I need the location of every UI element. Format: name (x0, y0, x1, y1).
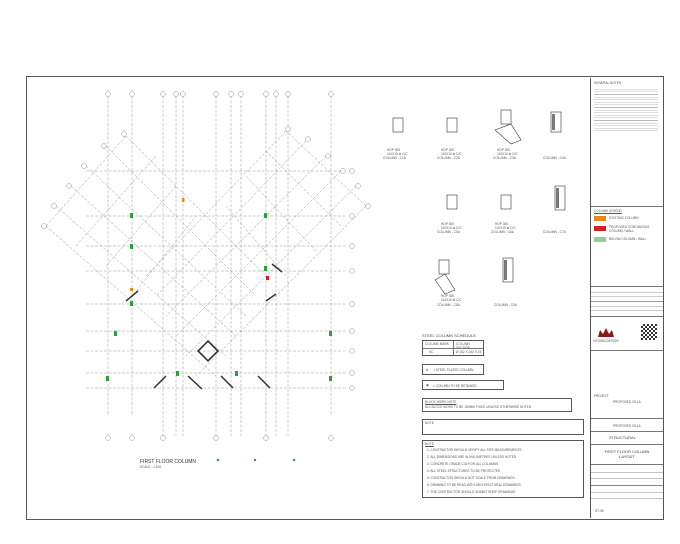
note-item: 5. CONTRACTOR SHOULD NOT SCALE FROM DRAW… (427, 476, 515, 480)
revision-table (591, 288, 663, 314)
detail-label: COLUMN - C6A (491, 230, 514, 234)
legend-label: BELOW COLUMN / WALL (609, 237, 647, 241)
detail-spec: HOP 300 110X10 at C/C (495, 222, 516, 230)
note-item: 1. CONTRACTOR SHOULD VERIFY ALL SITE MEA… (427, 448, 522, 452)
general-notes-title: GENERAL NOTES (594, 81, 621, 85)
plated-label: = STEEL PLATED COLUMN (433, 368, 474, 372)
grid-line-d (135, 215, 197, 292)
column-green (130, 301, 133, 306)
block-work-title: BLOCK WORK NOTE (425, 400, 457, 404)
column-green (329, 331, 332, 336)
sheet-number: ST-05 (595, 509, 604, 513)
grid-line-d (55, 205, 227, 357)
legend-label: PROPOSED CONTINUOUS COLUMN / WALL (609, 225, 650, 233)
grid-line-d (75, 155, 157, 247)
drawing-title: FIRST FLOOR COLUMN LAYOUT (604, 449, 650, 459)
grid-line-d (165, 155, 327, 317)
plan-title: FIRST FLOOR COLUMN (140, 459, 197, 465)
grid-line-d (245, 175, 317, 252)
schedule-table: COLUMN MARK COLUMN SECTION SC Ø 152 X 15… (422, 340, 484, 356)
note-top-title: NOTE (425, 421, 434, 425)
drawing-sheet (26, 76, 664, 520)
grid-line-d (145, 130, 287, 277)
note-box-top: NOTE (422, 419, 584, 435)
schedule-header: COLUMN MARK (425, 342, 449, 346)
column-orange (182, 198, 185, 202)
detail-label: COLUMN - C2A (437, 156, 460, 160)
column-orange (130, 288, 133, 291)
schedule-cell: SC (429, 350, 434, 354)
floor-plan (41, 91, 371, 462)
note-item: 6. DRAWING TO BE READ WITH ARCHITECTURAL… (427, 483, 521, 487)
project-name: PROPOSED VILLA (613, 400, 641, 404)
column-green (176, 371, 179, 376)
legend-label: EXISTING COLUMN (609, 216, 639, 220)
grid-line-d (225, 205, 287, 277)
hash-icon: # (426, 367, 429, 372)
note-item: 4. ALL STEEL STRUCTURES TO BE PROTECTED (427, 469, 501, 473)
schedule-cell: Ø 152 X 152 X 23 (456, 350, 482, 354)
stair-core (196, 339, 220, 363)
note-item: 3. CONCRETE GRADE C30 FOR ALL COLUMNS (427, 462, 499, 466)
grid-line-d (185, 185, 357, 357)
detail-label: COLUMN - C1A (383, 156, 406, 160)
notes-box: NOTE 1. CONTRACTOR SHOULD VERIFY ALL SIT… (422, 440, 584, 498)
detail-label: COLUMN - C5A (437, 230, 460, 234)
grid-line-d (285, 130, 367, 207)
crown-logo-icon (597, 326, 615, 338)
column-green (106, 376, 109, 381)
column-green (114, 331, 117, 336)
column-green (329, 376, 332, 381)
drawing-info-table (591, 466, 663, 504)
detail-label: COLUMN - C7A (543, 230, 566, 234)
schedule-title: STEEL COLUMN SCHEDULE (422, 333, 476, 338)
plated-legend-box: # = STEEL PLATED COLUMN (422, 364, 484, 375)
column-green (130, 244, 133, 249)
column-green (130, 213, 133, 218)
detail-spec: HOP 300 110X10 at C/C (441, 222, 462, 230)
grid-line-d (70, 185, 237, 337)
retained-legend-box: ▣ = COLUMN TO BE RETAINED (422, 380, 504, 390)
legend-swatch-proposed (594, 226, 606, 231)
company-name: CROWN DESIGN (593, 339, 619, 343)
drawing-type: STRUCTURAL (609, 435, 636, 440)
note-item: 2. ALL DIMENSIONS ARE IN MILLIMETRES UNL… (427, 455, 517, 459)
columns (106, 198, 332, 381)
project-label: PROJECT (594, 394, 609, 398)
grid-line-d (85, 165, 247, 317)
legend-swatch-below (594, 237, 606, 242)
block-work-text: ALL BLOCK WORK TO BE 150MM THICK UNLESS … (425, 405, 532, 409)
detail-spec: HOP 300 110X10 at C/C (387, 148, 408, 156)
project-title: PROPOSED VILLA (613, 424, 641, 428)
legend-title: COLUMN LEGEND (594, 209, 622, 213)
grid-line-d (195, 205, 367, 377)
note-item: 7. THE CONTRACTOR SHOULD SUBMIT SHOP DRA… (427, 490, 516, 494)
plan-scale: SCALE : 1:100 (140, 465, 162, 469)
detail-spec: HOP 300 110X10 at C/C (441, 148, 462, 156)
detail-label: COLUMN - C4A (543, 156, 566, 160)
grid-line-d (45, 135, 127, 227)
retained-label: = COLUMN TO BE RETAINED (433, 384, 477, 388)
detail-label: COLUMN - C8A (437, 303, 460, 307)
detail-spec: HOP 300 110X10 at C/C (441, 294, 462, 302)
column-details (392, 109, 566, 295)
title-block: GENERAL NOTES COLUMN LEGEND EXISTING COL… (590, 78, 663, 518)
column-green (264, 213, 267, 218)
grid-line-d (175, 170, 342, 337)
detail-spec: HOP 300 110X10 at C/C (497, 148, 518, 156)
grid-line-d (125, 135, 267, 277)
notes-title: NOTE (425, 442, 434, 446)
general-notes-text (594, 87, 658, 133)
column-red (266, 276, 269, 280)
legend-swatch-existing (594, 216, 606, 221)
grid-line-d (105, 145, 257, 297)
detail-label: COLUMN - C3A (493, 156, 516, 160)
detail-label: COLUMN - C9A (494, 303, 517, 307)
column-green (264, 266, 267, 271)
qr-code-icon (641, 324, 657, 340)
column-marker-icon: ▣ (426, 383, 430, 387)
block-work-box: BLOCK WORK NOTE ALL BLOCK WORK TO BE 150… (422, 398, 572, 412)
column-green (235, 371, 238, 376)
grid-line-d (265, 150, 342, 227)
